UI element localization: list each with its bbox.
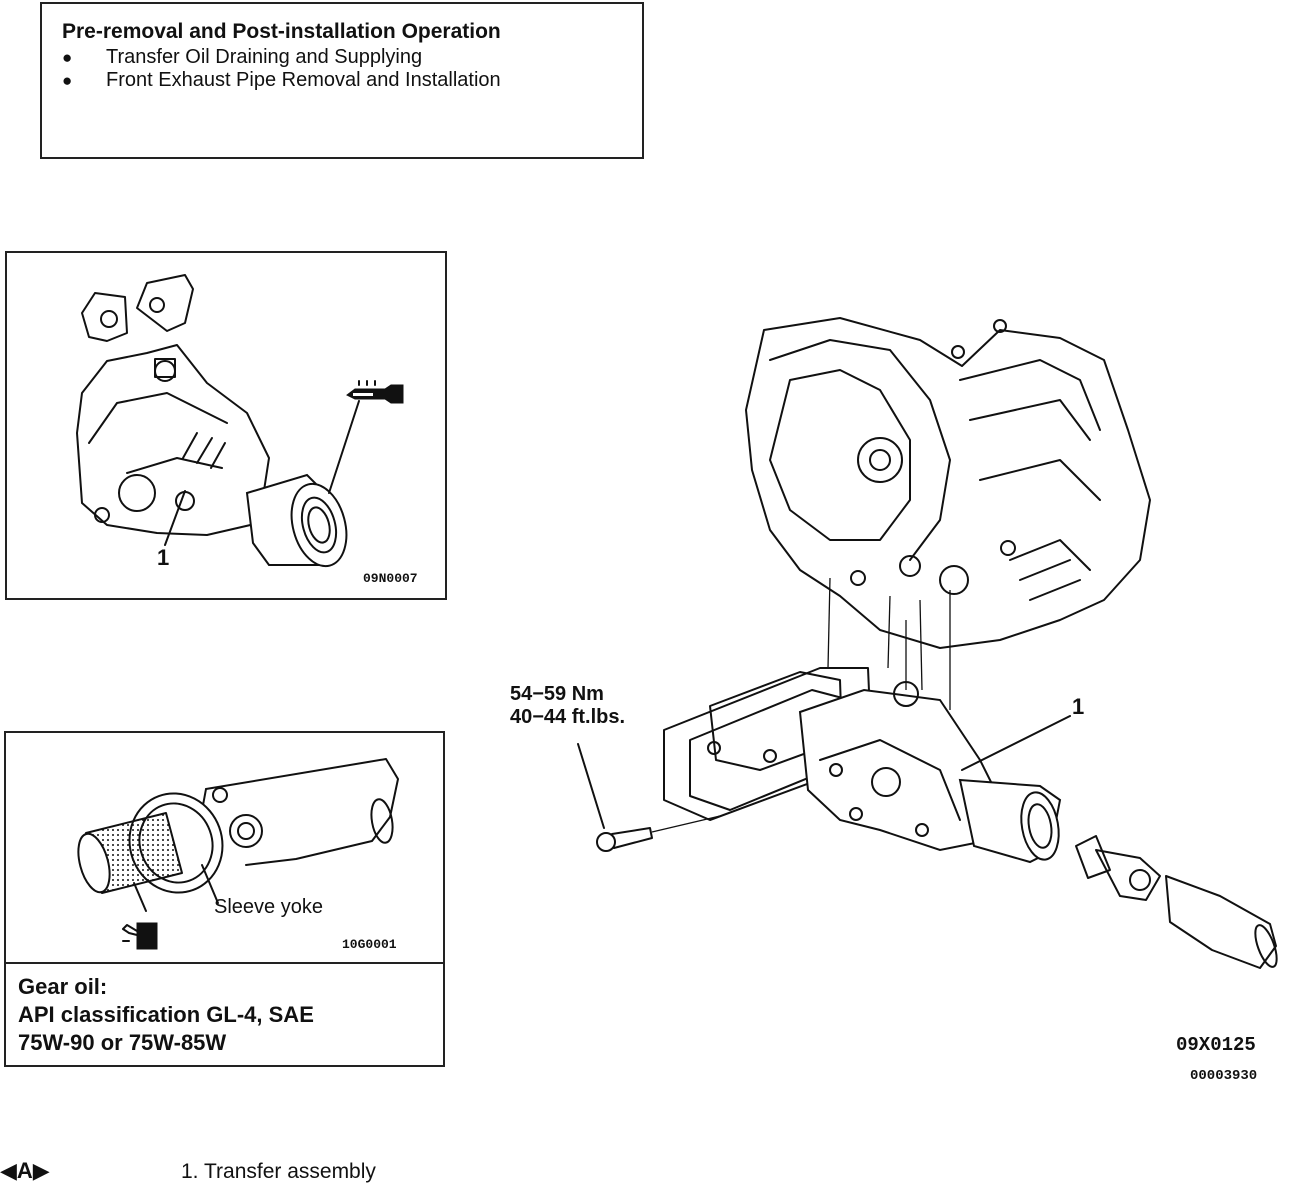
callout-number: 1 <box>157 545 170 570</box>
callout-number: 1 <box>1072 694 1085 719</box>
transfer-case-illustration <box>76 274 360 568</box>
sleeve-yoke-label: Sleeve yoke <box>214 896 323 918</box>
legend: ◀A▶ 1. Transfer assembly <box>0 1158 500 1190</box>
oil-seal-figure: 1 09N0007 <box>5 251 447 600</box>
operation-item: ● Transfer Oil Draining and Supplying <box>62 46 622 69</box>
step-marker: ◀A▶ <box>0 1158 50 1183</box>
bullet-icon: ● <box>62 71 73 90</box>
torque-spec: 54−59 Nm 40−44 ft.lbs. <box>510 683 625 729</box>
divider <box>6 962 443 964</box>
torque-imperial: 40−44 ft.lbs. <box>510 706 626 728</box>
operation-item-text: Transfer Oil Draining and Supplying <box>106 46 423 68</box>
gear-oil-line: Gear oil: <box>18 974 108 999</box>
bullet-icon: ● <box>62 48 73 67</box>
legend-item: 1. Transfer assembly <box>181 1160 376 1183</box>
operation-box: Pre-removal and Post-installation Operat… <box>40 2 644 159</box>
gear-oil-spec: Gear oil: API classification GL-4, SAE 7… <box>18 973 314 1057</box>
document-code: 00003930 <box>1190 1068 1258 1084</box>
gear-oil-line: API classification GL-4, SAE <box>18 1002 314 1027</box>
torque-metric: 54−59 Nm <box>510 683 604 705</box>
figure-code: 09X0125 <box>1176 1034 1256 1056</box>
oil-can-icon <box>122 922 158 950</box>
gear-oil-line: 75W-90 or 75W-85W <box>18 1030 227 1055</box>
figure-code: 09N0007 <box>363 571 418 586</box>
operation-item: ● Front Exhaust Pipe Removal and Install… <box>62 69 622 92</box>
sleeve-yoke-figure: Sleeve yoke 10G0001 Gear oil: API classi… <box>4 731 445 1067</box>
operation-item-text: Front Exhaust Pipe Removal and Installat… <box>106 69 501 91</box>
grease-gun-icon <box>346 380 404 404</box>
sleeve-yoke-illustration <box>77 758 399 912</box>
operation-title: Pre-removal and Post-installation Operat… <box>62 20 501 43</box>
figure-code: 10G0001 <box>342 937 397 952</box>
